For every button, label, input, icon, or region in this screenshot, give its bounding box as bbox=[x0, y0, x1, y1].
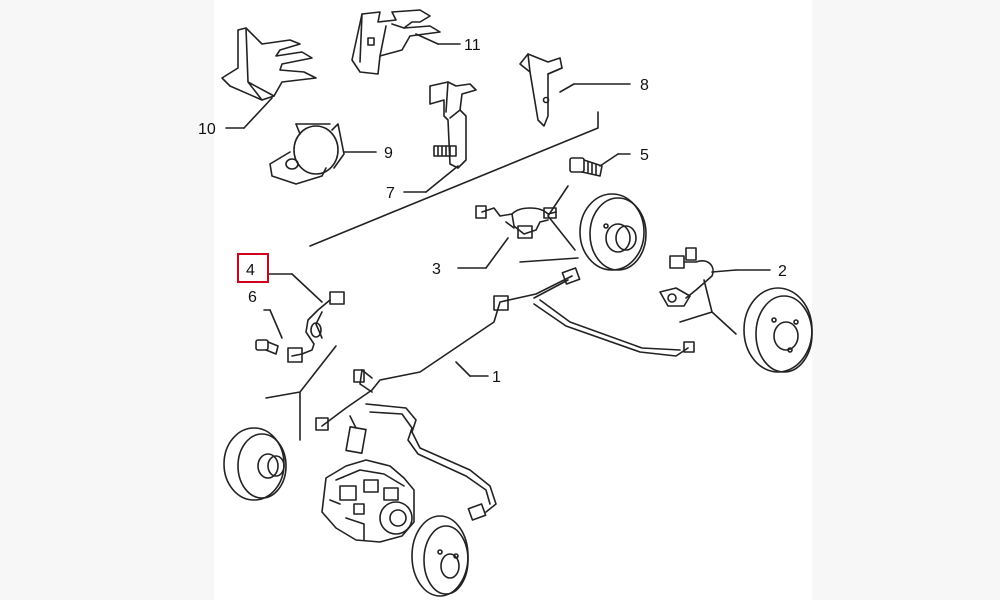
part-5-bolt[interactable] bbox=[569, 157, 603, 177]
callout-5[interactable]: 5 bbox=[640, 147, 649, 164]
part-3-wheel-sensor[interactable] bbox=[475, 205, 557, 239]
disc-front-left bbox=[223, 427, 287, 501]
callout-1[interactable]: 1 bbox=[492, 369, 501, 386]
callout-2[interactable]: 2 bbox=[778, 263, 787, 280]
part-11-bracket[interactable] bbox=[351, 9, 441, 75]
leader-3-split bbox=[519, 185, 579, 263]
leader-2 bbox=[711, 269, 737, 273]
callout-4-highlight-box bbox=[237, 253, 269, 283]
callout-6[interactable]: 6 bbox=[248, 289, 257, 306]
leader-1 bbox=[455, 361, 471, 377]
part-7-bracket[interactable] bbox=[429, 81, 477, 169]
disc-rear-right bbox=[743, 287, 813, 373]
callout-8[interactable]: 8 bbox=[640, 77, 649, 94]
callout-3[interactable]: 3 bbox=[432, 261, 441, 278]
section-divider-upper bbox=[309, 111, 599, 247]
leader-5 bbox=[599, 153, 619, 167]
abs-hydraulic-unit bbox=[321, 459, 415, 543]
right-margin bbox=[812, 0, 1000, 600]
part-1-brake-harness[interactable] bbox=[315, 267, 695, 521]
disc-rear-left bbox=[411, 515, 469, 597]
part-4-wheel-sensor[interactable] bbox=[287, 291, 345, 363]
leader-10 bbox=[243, 97, 273, 129]
part-8-bracket[interactable] bbox=[519, 53, 563, 127]
callout-10[interactable]: 10 bbox=[198, 121, 216, 138]
part-9-clamp[interactable] bbox=[269, 123, 345, 185]
disc-front-right bbox=[579, 193, 647, 271]
left-margin bbox=[0, 0, 214, 600]
callout-9[interactable]: 9 bbox=[384, 145, 393, 162]
part-2-wheel-sensor[interactable] bbox=[659, 247, 714, 307]
callout-4[interactable]: 4 bbox=[246, 262, 255, 279]
leader-3 bbox=[485, 237, 509, 269]
part-6-bolt[interactable] bbox=[255, 339, 279, 355]
part-10-bracket[interactable] bbox=[221, 27, 317, 101]
leader-11 bbox=[415, 33, 439, 45]
leader-2-split bbox=[679, 279, 737, 335]
leader-4-tail bbox=[291, 273, 323, 303]
leader-8 bbox=[559, 83, 575, 93]
callout-11[interactable]: 11 bbox=[464, 37, 481, 54]
callout-7[interactable]: 7 bbox=[386, 185, 395, 202]
section-divider-lower bbox=[265, 345, 337, 441]
leader-6-tail bbox=[269, 309, 283, 339]
leader-7 bbox=[425, 165, 459, 193]
